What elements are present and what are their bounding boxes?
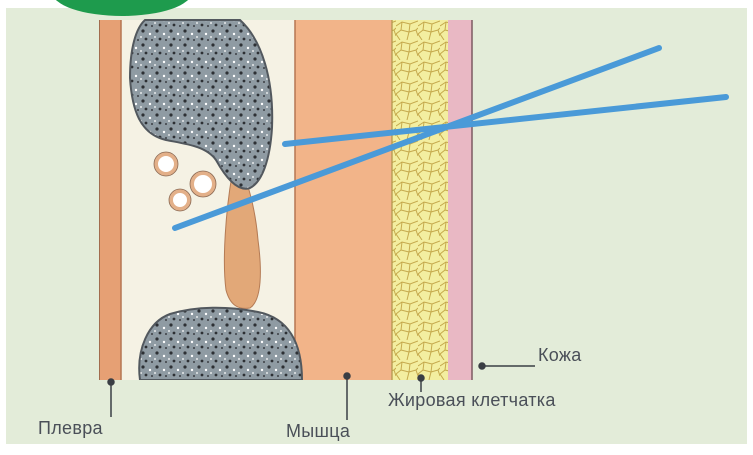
- lower-rib: [139, 308, 302, 380]
- label-skin: Кожа: [538, 345, 582, 366]
- label-pleura: Плевра: [38, 418, 103, 439]
- muscle-layer: [295, 20, 392, 380]
- skin-layer: [448, 20, 472, 380]
- label-fat: Жировая клетчатка: [388, 390, 556, 411]
- pleura-layer: [99, 20, 121, 380]
- fat-layer: [392, 20, 448, 380]
- label-muscle: Мышца: [286, 421, 350, 442]
